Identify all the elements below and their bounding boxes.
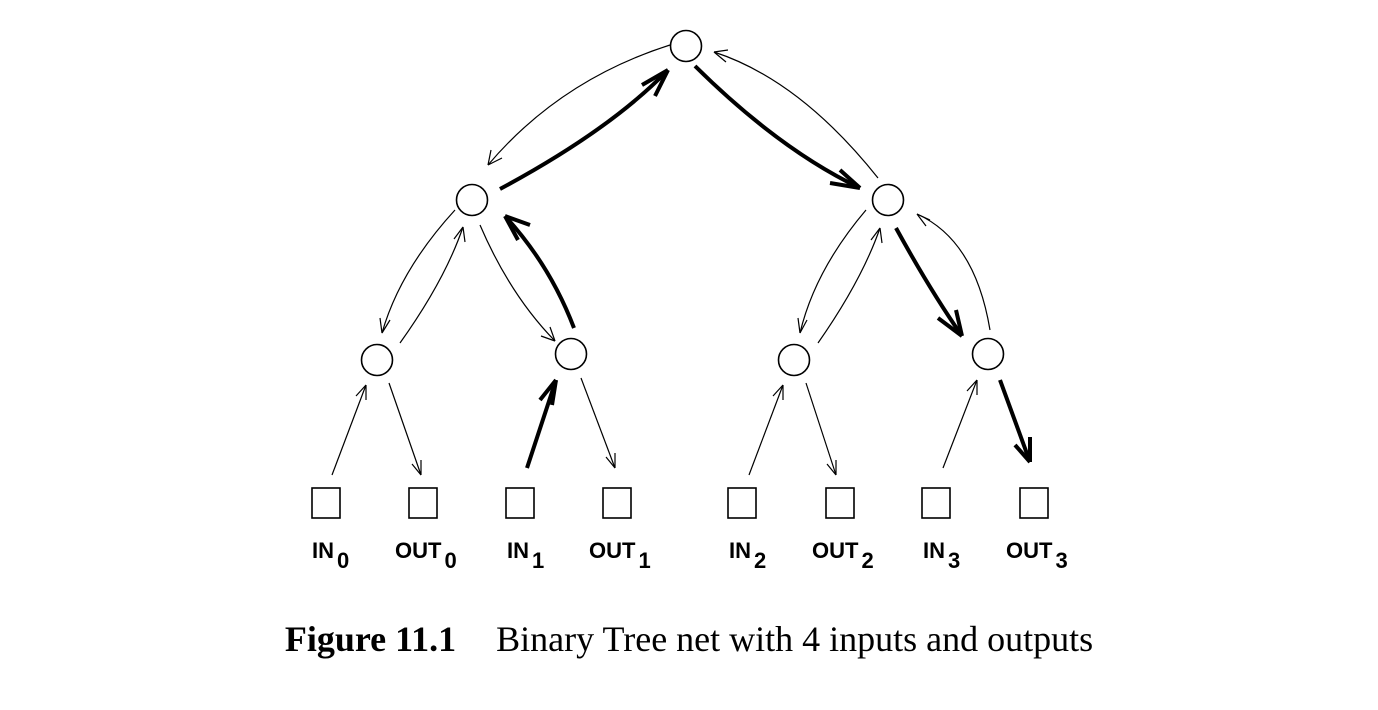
edge-l0-to-leftmid bbox=[399, 226, 464, 344]
port-box-in2 bbox=[727, 487, 757, 519]
arrowhead bbox=[772, 384, 784, 400]
leaf-switch-node-0 bbox=[360, 343, 394, 377]
route-rightmid-to-r1 bbox=[894, 227, 964, 338]
leaf-switch-node-1 bbox=[554, 337, 588, 371]
edge-r0-to-out2 bbox=[805, 382, 837, 476]
edge-in0-to-l0 bbox=[331, 384, 367, 476]
route-leftmid-to-root bbox=[499, 68, 670, 191]
route-r1-to-out3 bbox=[998, 379, 1032, 463]
route-in1-to-l1 bbox=[525, 379, 558, 469]
caption-text: Binary Tree net with 4 inputs and output… bbox=[496, 619, 1094, 659]
route-arrowhead bbox=[641, 68, 670, 97]
route-arrowhead bbox=[503, 214, 531, 241]
arrowhead bbox=[870, 227, 883, 244]
leaf-switch-node-3 bbox=[971, 337, 1005, 371]
edge-l0-to-out0 bbox=[388, 382, 422, 476]
port-box-in1 bbox=[505, 487, 535, 519]
edge-leftmid-to-l1 bbox=[479, 224, 556, 342]
caption-number: Figure 11.1 bbox=[284, 619, 457, 659]
edge-in3-to-r1 bbox=[942, 379, 978, 469]
route-arrowhead bbox=[936, 309, 964, 338]
port-box-in0 bbox=[311, 487, 341, 519]
edge-l1-to-out1 bbox=[580, 377, 616, 469]
right-mid-node bbox=[871, 183, 905, 217]
edge-r1-to-rightmid bbox=[916, 213, 991, 331]
port-box-in3 bbox=[921, 487, 951, 519]
arrowhead bbox=[916, 213, 931, 227]
arrowhead bbox=[966, 379, 978, 395]
port-box-out2 bbox=[825, 487, 855, 519]
route-arrowhead bbox=[1013, 437, 1032, 464]
route-root-to-rightmid bbox=[693, 64, 861, 190]
route-arrowhead bbox=[538, 378, 558, 406]
arrowhead bbox=[797, 317, 808, 334]
leaf-switch-node-2 bbox=[777, 343, 811, 377]
arrowhead bbox=[605, 453, 616, 469]
edge-rightmid-to-r0 bbox=[799, 209, 867, 334]
port-box-out0 bbox=[408, 487, 438, 519]
port-box-out1 bbox=[602, 487, 632, 519]
edge-r0-to-rightmid bbox=[817, 227, 881, 344]
port-box-out3 bbox=[1019, 487, 1049, 519]
arrowhead bbox=[487, 149, 503, 166]
root-node bbox=[669, 29, 703, 63]
arrowhead bbox=[540, 326, 556, 342]
route-l1-to-leftmid bbox=[503, 214, 576, 329]
arrowhead bbox=[379, 317, 391, 334]
figure-caption: Figure 11.1 Binary Tree net with 4 inputs… bbox=[0, 618, 1378, 660]
edge-leftmid-to-l0 bbox=[381, 209, 456, 334]
edge-rightmid-to-root bbox=[713, 51, 879, 179]
edge-root-to-leftmid bbox=[487, 44, 671, 166]
left-mid-node bbox=[455, 183, 489, 217]
route-arrowhead bbox=[829, 168, 862, 190]
arrowhead bbox=[826, 460, 837, 476]
arrowhead bbox=[713, 49, 729, 63]
arrowhead bbox=[355, 384, 367, 400]
edge-in2-to-r0 bbox=[748, 384, 784, 476]
arrowhead bbox=[453, 226, 466, 243]
arrowhead bbox=[411, 460, 422, 476]
